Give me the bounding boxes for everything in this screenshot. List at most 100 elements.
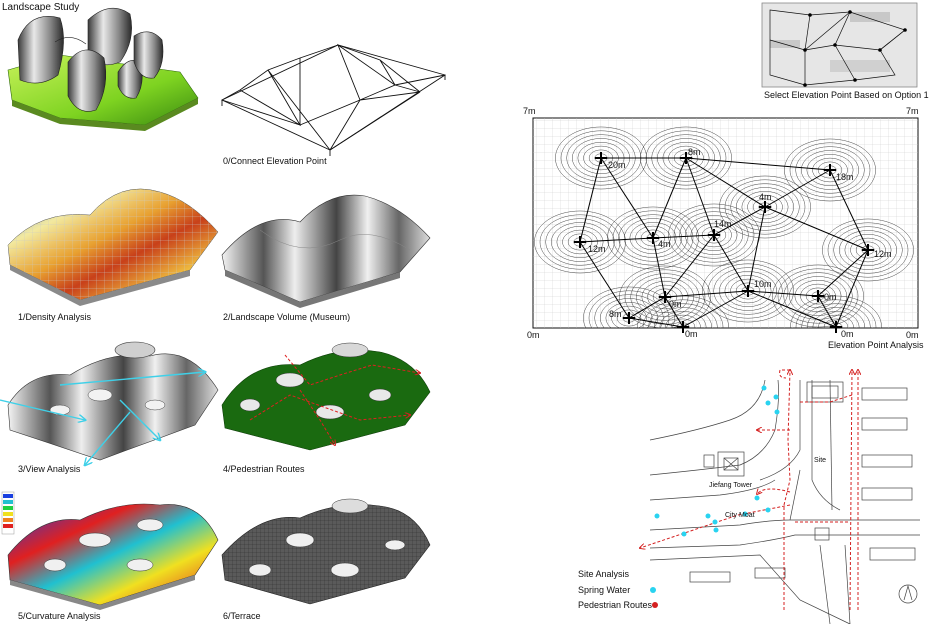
contour-line bbox=[629, 222, 677, 254]
terrace-model bbox=[221, 498, 431, 605]
elevation-point-marker bbox=[830, 321, 842, 333]
triangulation-edge bbox=[829, 169, 869, 251]
contour-line bbox=[607, 206, 699, 270]
elevation-point-label: 8m bbox=[688, 147, 701, 157]
landscape-volume-model bbox=[221, 194, 431, 308]
contour-line bbox=[641, 281, 689, 313]
contour-line bbox=[624, 218, 682, 258]
contour-line bbox=[616, 309, 642, 327]
contour-line bbox=[611, 305, 647, 328]
contour-line bbox=[719, 271, 777, 311]
triangulation-edge bbox=[685, 157, 766, 208]
density-analysis-model bbox=[7, 188, 219, 306]
elevation-point-marker bbox=[647, 232, 659, 244]
contour-line bbox=[702, 259, 794, 323]
contour-line bbox=[724, 179, 806, 235]
contour-line bbox=[817, 161, 843, 179]
spring-water-legend: Spring Water bbox=[578, 585, 631, 595]
contour-line bbox=[736, 187, 794, 227]
contour-line bbox=[562, 229, 598, 255]
city-moat-label: City Moat bbox=[725, 512, 755, 519]
contour-line bbox=[647, 284, 683, 310]
contour-line bbox=[719, 175, 811, 239]
contour-line bbox=[827, 222, 909, 278]
contour-line bbox=[777, 268, 859, 324]
corner-label-bottom-left: 0m bbox=[527, 330, 540, 340]
contour-line bbox=[600, 298, 658, 328]
step-6-label: 6/Terrace bbox=[223, 611, 261, 621]
triangulation-edge bbox=[664, 296, 684, 328]
contour-line bbox=[850, 237, 886, 263]
contour-line bbox=[713, 267, 783, 315]
contour-line bbox=[612, 210, 694, 266]
elevation-point-label: 20m bbox=[608, 160, 626, 170]
triangulation-edge bbox=[817, 249, 869, 297]
site-label: Site bbox=[814, 457, 827, 464]
triangulation-edge bbox=[628, 296, 666, 319]
contour-line bbox=[605, 302, 653, 328]
triangulation-edge bbox=[835, 249, 869, 328]
contour-line bbox=[735, 282, 761, 300]
contour-line bbox=[648, 303, 718, 328]
contour-line bbox=[741, 191, 789, 223]
contour-line bbox=[823, 318, 849, 328]
contour-line bbox=[747, 194, 783, 220]
pedestrian-routes-legend: Pedestrian Routes bbox=[578, 600, 653, 610]
curvature-analysis-model bbox=[1, 491, 219, 610]
triangulation-edge bbox=[747, 290, 819, 297]
contour-line bbox=[818, 314, 854, 328]
triangulation-edge bbox=[664, 234, 715, 298]
contour-line bbox=[807, 307, 865, 328]
elevation-point-marker bbox=[708, 229, 720, 241]
contour-line bbox=[618, 214, 688, 262]
contour-line bbox=[685, 215, 743, 255]
contour-line bbox=[673, 207, 755, 263]
spring-water-points bbox=[654, 385, 780, 537]
triangulation-edge bbox=[579, 241, 630, 319]
elevation-point-marker bbox=[677, 321, 689, 333]
step-1-label: 1/Density Analysis bbox=[18, 312, 92, 322]
page-title: Landscape Study bbox=[2, 2, 80, 13]
contour-line bbox=[654, 307, 712, 328]
contour-line bbox=[583, 286, 675, 328]
pedestrian-routes-model bbox=[221, 342, 431, 451]
contour-line bbox=[724, 275, 772, 307]
contour-line bbox=[795, 146, 865, 194]
contour-line bbox=[630, 273, 700, 321]
contour-line bbox=[752, 198, 778, 216]
triangulation-edge bbox=[652, 157, 687, 239]
contour-line bbox=[707, 263, 789, 319]
contour-line bbox=[539, 214, 621, 270]
elevation-point-marker bbox=[824, 164, 836, 176]
site-analysis-map bbox=[649, 379, 920, 624]
contour-line bbox=[789, 142, 871, 198]
triangulation-edge bbox=[764, 206, 869, 251]
contour-line bbox=[642, 299, 724, 328]
triangulation-edge bbox=[685, 157, 715, 236]
triangulation-edge bbox=[600, 157, 654, 239]
elevation-point-label: 18m bbox=[836, 172, 854, 182]
elevation-caption: Elevation Point Analysis bbox=[828, 340, 924, 350]
elevation-point-label: 14m bbox=[714, 219, 732, 229]
contour-line bbox=[790, 295, 882, 328]
contour-line bbox=[556, 226, 604, 258]
contour-line bbox=[822, 218, 914, 282]
step-3-label: 3/View Analysis bbox=[18, 464, 81, 474]
contour-line bbox=[696, 222, 732, 248]
triangulation-edge bbox=[628, 317, 684, 328]
contour-line bbox=[567, 233, 593, 251]
elevation-point-marker bbox=[680, 152, 692, 164]
triangulation-edge bbox=[747, 290, 837, 328]
triangulation-edge bbox=[685, 157, 831, 171]
elevation-point-label: 0m bbox=[669, 299, 682, 309]
triangulation-edge bbox=[652, 237, 666, 298]
step-4-label: 4/Pedestrian Routes bbox=[223, 464, 305, 474]
elevation-point-marker bbox=[623, 312, 635, 324]
contour-line bbox=[588, 290, 670, 328]
elevation-point-label: 8m bbox=[609, 309, 622, 319]
triangulation-edge bbox=[747, 206, 766, 292]
step-5-label: 5/Curvature Analysis bbox=[18, 611, 101, 621]
triangulation-edge bbox=[764, 169, 831, 208]
triangulation-edge bbox=[817, 295, 837, 328]
